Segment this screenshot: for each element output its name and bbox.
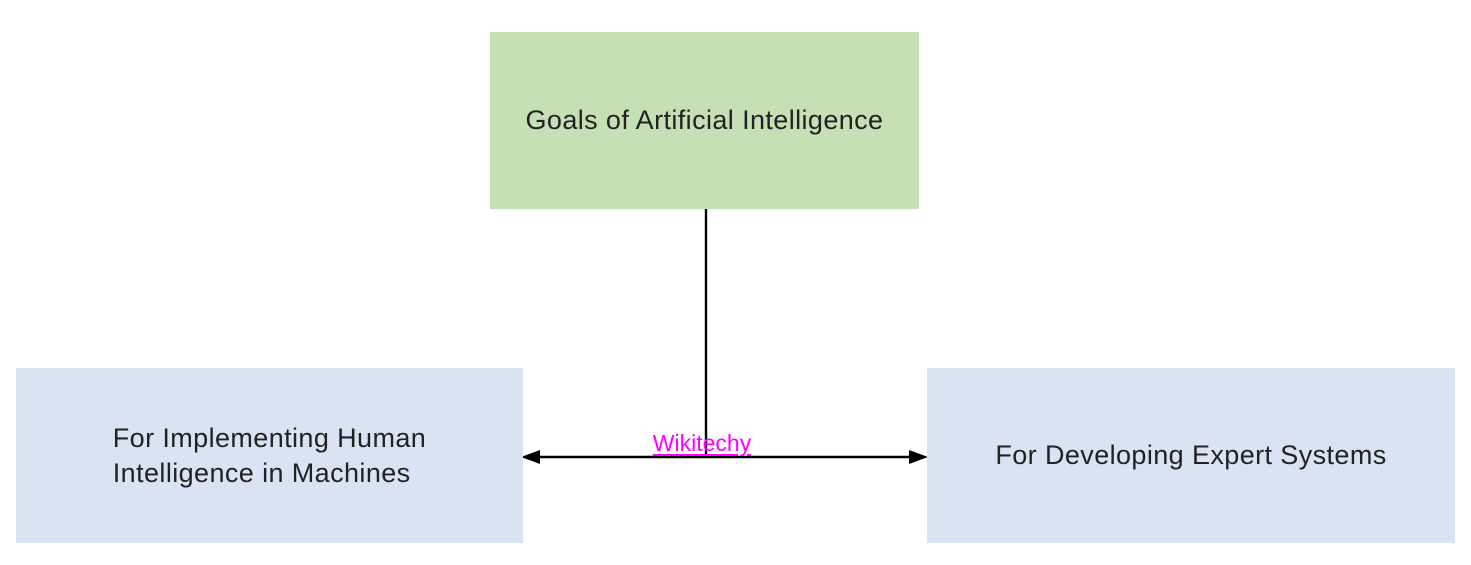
right-goal-node: For Developing Expert Systems <box>927 368 1455 543</box>
left-goal-node-label: For Implementing Human Intelligence in M… <box>113 421 426 491</box>
left-arrowhead <box>521 450 540 464</box>
left-goal-node: For Implementing Human Intelligence in M… <box>16 368 523 543</box>
right-arrowhead <box>909 450 928 464</box>
left-goal-node-line-1: For Implementing Human <box>112 422 427 453</box>
left-goal-node-line-2: Intelligence in Machines <box>112 457 411 488</box>
goal-node-label: Goals of Artificial Intelligence <box>525 105 884 135</box>
right-goal-node-label: For Developing Expert Systems <box>995 440 1387 470</box>
goal-node: Goals of Artificial Intelligence <box>490 32 919 209</box>
wikitechy-watermark-link[interactable]: Wikitechy <box>652 430 752 456</box>
